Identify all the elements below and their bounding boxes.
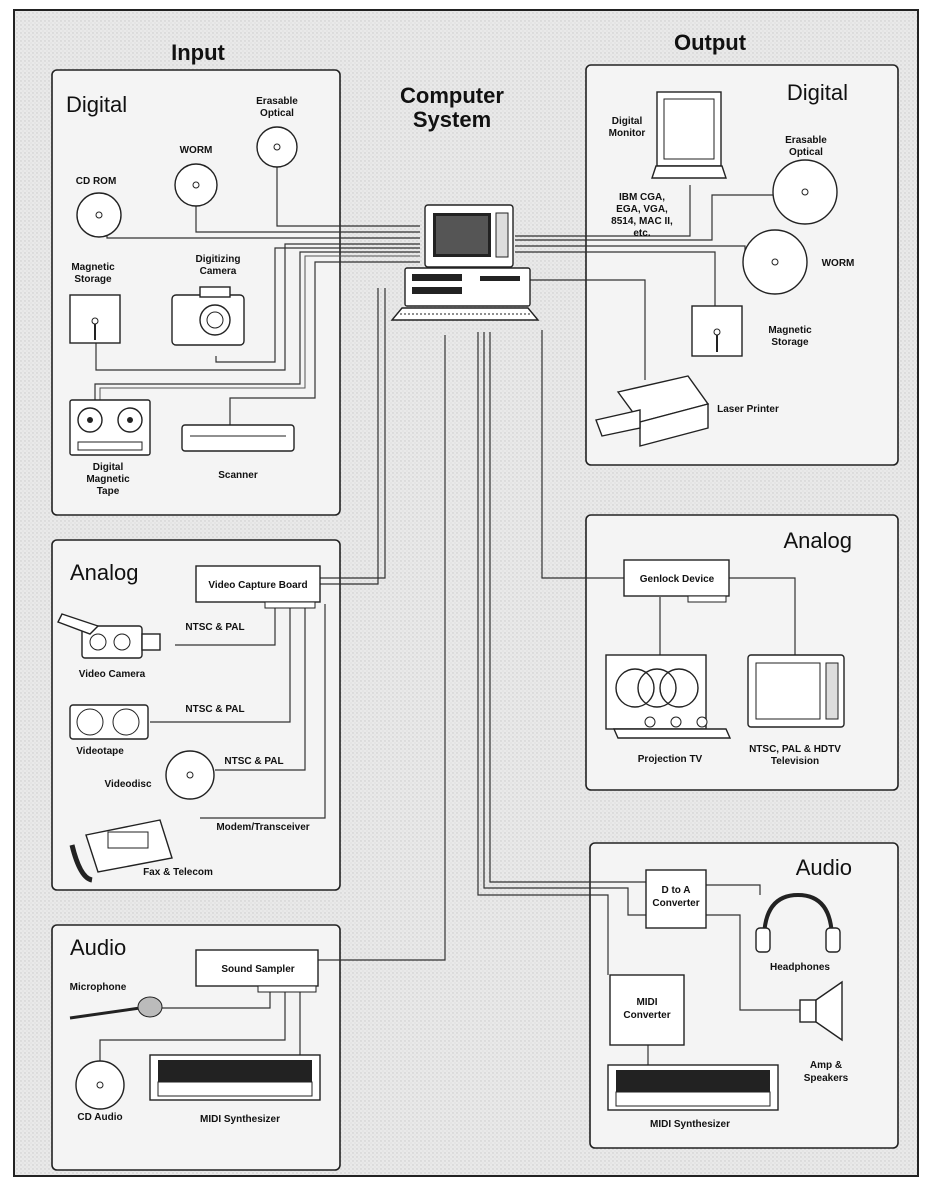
computer-header-line2: System: [413, 107, 491, 132]
digital-monitor-label-1: Digital: [612, 116, 643, 127]
in-midi-synth-label: MIDI Synthesizer: [200, 1114, 280, 1125]
monitor-types-line2: EGA, VGA,: [616, 204, 668, 215]
out-erasable-optical-label-2: Optical: [789, 147, 823, 158]
out-worm-label: WORM: [822, 258, 855, 269]
computer-header-line1: Computer: [400, 83, 504, 108]
monitor-types-line1: IBM CGA,: [619, 192, 665, 203]
projection-tv-label: Projection TV: [638, 754, 703, 765]
in-digitizing-camera-label-2: Camera: [200, 266, 237, 277]
output-analog-panel: [585, 514, 899, 791]
amp-speakers-label-2: Speakers: [804, 1073, 849, 1084]
output-analog-title: Analog: [783, 528, 852, 553]
in-cd-rom-label: CD ROM: [76, 176, 117, 187]
input-audio-title: Audio: [70, 935, 126, 960]
in-worm-label: WORM: [180, 145, 213, 156]
output-header: Output: [674, 30, 747, 55]
modem-transceiver-label: Modem/Transceiver: [216, 822, 309, 833]
input-header: Input: [171, 40, 225, 65]
in-scanner-label: Scanner: [218, 470, 258, 481]
input-analog-title: Analog: [70, 560, 139, 585]
output-analog-devices: Genlock Device Projection TV NTSC, PAL &…: [605, 559, 845, 767]
monitor-types-line3: 8514, MAC II,: [611, 216, 673, 227]
microphone-label: Microphone: [70, 982, 127, 993]
input-digital-title: Digital: [66, 92, 127, 117]
in-digital-tape-label-3: Tape: [97, 486, 120, 497]
monitor-types-line4: etc.: [633, 228, 650, 239]
television-label-2: Television: [771, 756, 819, 767]
in-magnetic-storage-label-2: Storage: [74, 274, 112, 285]
in-erasable-optical-label-1: Erasable: [256, 96, 298, 107]
output-audio-title: Audio: [796, 855, 852, 880]
out-magnetic-storage-label-1: Magnetic: [768, 325, 812, 336]
laser-printer-label: Laser Printer: [717, 404, 779, 415]
cd-audio-label: CD Audio: [77, 1112, 122, 1123]
in-erasable-optical-label-2: Optical: [260, 108, 294, 119]
midi-converter-label-1: MIDI: [636, 997, 657, 1008]
computer-icon: [390, 204, 540, 321]
videodisc-label: Videodisc: [104, 779, 151, 790]
ntsc-pal-label-1: NTSC & PAL: [185, 622, 244, 633]
in-digital-tape-label-1: Digital: [93, 462, 124, 473]
in-digital-tape-label-2: Magnetic: [86, 474, 130, 485]
videotape-label: Videotape: [76, 746, 124, 757]
input-analog-devices: Video Capture Board NTSC & PAL Video Cam…: [57, 565, 321, 883]
television-label-1: NTSC, PAL & HDTV: [749, 744, 841, 755]
output-digital-devices: Digital Monitor IBM CGA, EGA, VGA, 8514,…: [595, 91, 855, 447]
output-audio-devices: D to A Converter Headphones MIDI Convert…: [607, 869, 849, 1130]
d-to-a-label-1: D to A: [661, 885, 690, 896]
out-erasable-optical-label-1: Erasable: [785, 135, 827, 146]
output-digital-title: Digital: [787, 80, 848, 105]
genlock-device-label: Genlock Device: [640, 574, 715, 585]
out-midi-synth-label: MIDI Synthesizer: [650, 1119, 730, 1130]
video-capture-board-label: Video Capture Board: [208, 580, 307, 591]
fax-telecom-label: Fax & Telecom: [143, 867, 213, 878]
ntsc-pal-label-2: NTSC & PAL: [185, 704, 244, 715]
in-digitizing-camera-label-1: Digitizing: [196, 254, 241, 265]
out-magnetic-storage-label-2: Storage: [771, 337, 809, 348]
video-camera-label: Video Camera: [79, 669, 146, 680]
d-to-a-label-2: Converter: [652, 898, 699, 909]
midi-converter-label-2: Converter: [623, 1010, 670, 1021]
input-audio-devices: Sound Sampler Microphone CD Audio MIDI S…: [70, 949, 321, 1125]
ntsc-pal-label-3: NTSC & PAL: [224, 756, 283, 767]
input-digital-devices: Erasable Optical WORM CD ROM Magnetic St…: [69, 96, 298, 497]
in-magnetic-storage-label-1: Magnetic: [71, 262, 115, 273]
connection-wires: [94, 165, 800, 1070]
digital-monitor-label-2: Monitor: [609, 128, 646, 139]
amp-speakers-label-1: Amp &: [810, 1060, 842, 1071]
sound-sampler-label: Sound Sampler: [221, 964, 294, 975]
headphones-label: Headphones: [770, 962, 830, 973]
